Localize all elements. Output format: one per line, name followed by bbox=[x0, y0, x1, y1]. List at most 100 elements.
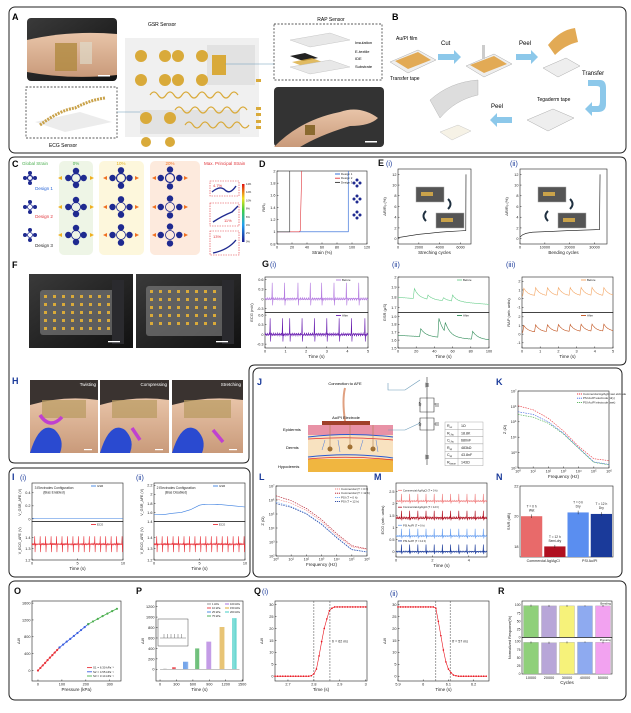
y-tick-label: 1.2 bbox=[147, 558, 152, 562]
electrode-pad bbox=[23, 233, 27, 237]
electrode-pad bbox=[53, 295, 56, 298]
panel-label: M bbox=[374, 472, 382, 482]
data-point bbox=[424, 606, 427, 608]
panel-sublabel: (ii) bbox=[390, 591, 398, 598]
y-tick-label: 0.6 bbox=[258, 278, 263, 282]
data-point bbox=[419, 606, 422, 608]
x-tick-label: 40 bbox=[305, 246, 309, 250]
data-point bbox=[475, 675, 477, 678]
electrode-pad bbox=[72, 167, 80, 175]
x-tick-label: 0 bbox=[519, 246, 521, 250]
bar-annotation: Wet bbox=[529, 508, 535, 512]
y-tick-label: 1.8 bbox=[147, 502, 152, 506]
x-tick-label: 5 bbox=[76, 562, 78, 566]
bar-annotation: Semi-dry bbox=[548, 539, 561, 543]
x-tick-label: 0 bbox=[37, 683, 39, 687]
data-point bbox=[482, 675, 485, 678]
electrode-pad bbox=[53, 311, 56, 314]
y-tick-label: 10⁴ bbox=[511, 436, 517, 440]
y-tick-label: 10⁶ bbox=[511, 405, 517, 409]
electrode-pad bbox=[98, 303, 101, 306]
response-block bbox=[172, 667, 173, 670]
colorbar-tick: 14% bbox=[246, 182, 252, 186]
y-tick-label: 10² bbox=[511, 466, 517, 470]
data-point bbox=[485, 675, 488, 678]
annotation: 2 Electrodes Configuration bbox=[157, 486, 196, 490]
response-block bbox=[198, 648, 200, 670]
gsr-sensor-label: GSR Sensor bbox=[148, 22, 176, 28]
y-axis-label: RAP (arb. units) bbox=[506, 298, 511, 327]
panel-label: G bbox=[262, 259, 269, 269]
strain-arrow-icon bbox=[103, 233, 107, 237]
electrode-pad bbox=[168, 298, 171, 301]
x-tick-label: 120 bbox=[364, 246, 370, 250]
response-block bbox=[195, 648, 196, 670]
y-tick-label: 10 bbox=[392, 651, 396, 655]
x-axis-label: Time (s) bbox=[308, 354, 325, 359]
legend-label: Design 2 bbox=[341, 176, 353, 180]
data-point bbox=[404, 606, 407, 608]
data-point bbox=[364, 606, 367, 608]
y-tick-label: 2.2 bbox=[147, 484, 152, 488]
panel-sublabel: (i) bbox=[262, 589, 268, 596]
colorbar-tick: 0% bbox=[246, 239, 250, 243]
x-axis-label: Time (s) bbox=[313, 687, 330, 692]
y-tick-label: 0.5 bbox=[389, 538, 394, 542]
electrode-pad bbox=[80, 311, 83, 314]
series-line bbox=[264, 318, 369, 342]
y-tick-label: 1.4 bbox=[147, 536, 152, 540]
electrode-pad bbox=[204, 290, 207, 293]
process-arrows bbox=[438, 50, 606, 127]
electrode-pad bbox=[150, 314, 153, 317]
response-block bbox=[233, 618, 234, 670]
response-block bbox=[196, 648, 198, 670]
data-point bbox=[402, 606, 404, 608]
parameter-name: Csp bbox=[447, 453, 453, 458]
data-point bbox=[442, 649, 445, 651]
electrode-pad bbox=[159, 290, 162, 293]
layer-label: IDE bbox=[355, 56, 362, 61]
data-point bbox=[320, 640, 323, 643]
data-point bbox=[397, 606, 399, 608]
panel-sublabel: (ii) bbox=[136, 475, 144, 482]
x-tick-label: 5 bbox=[367, 350, 369, 354]
electrode-pad bbox=[204, 306, 207, 309]
layer-label: E-textile bbox=[355, 49, 370, 54]
series-line bbox=[397, 287, 490, 305]
legend-label: 10 kPa bbox=[212, 606, 221, 610]
y-tick-label: 1.9 bbox=[391, 286, 396, 290]
data-point bbox=[472, 675, 475, 678]
x-tick-label: 60 bbox=[450, 350, 454, 354]
x-tick-label: 10⁶ bbox=[606, 470, 612, 474]
x-tick-label: 100 bbox=[59, 683, 65, 687]
scale-bar bbox=[84, 449, 92, 451]
y-axis-label: V_ECG_AFE (V) bbox=[140, 527, 144, 554]
design-icon bbox=[355, 216, 359, 220]
data-point bbox=[440, 634, 442, 637]
legend-label: After bbox=[463, 314, 469, 318]
electrode-pad bbox=[117, 224, 125, 231]
data-point bbox=[274, 675, 276, 678]
response-block bbox=[219, 627, 221, 670]
data-point bbox=[51, 654, 54, 657]
data-point bbox=[338, 606, 341, 608]
x-axis-label: Time (s) bbox=[433, 563, 450, 568]
electrode-pad bbox=[186, 298, 189, 301]
bar-annotation: Dry bbox=[576, 505, 581, 509]
design-icon bbox=[355, 184, 359, 188]
data-point bbox=[467, 675, 470, 678]
y-tick-label: 0.4 bbox=[25, 491, 30, 495]
parameter-name: Rtissue bbox=[447, 461, 457, 466]
interconnect bbox=[116, 202, 126, 212]
sensor-patch bbox=[42, 400, 86, 418]
strain-arrow-icon bbox=[184, 176, 188, 180]
strain-arrow-icon bbox=[58, 176, 62, 180]
plot-frame bbox=[397, 312, 490, 349]
strain-colorbar bbox=[242, 184, 245, 242]
data-point bbox=[457, 675, 460, 678]
response-block bbox=[221, 627, 223, 670]
plot-frame bbox=[519, 168, 608, 245]
